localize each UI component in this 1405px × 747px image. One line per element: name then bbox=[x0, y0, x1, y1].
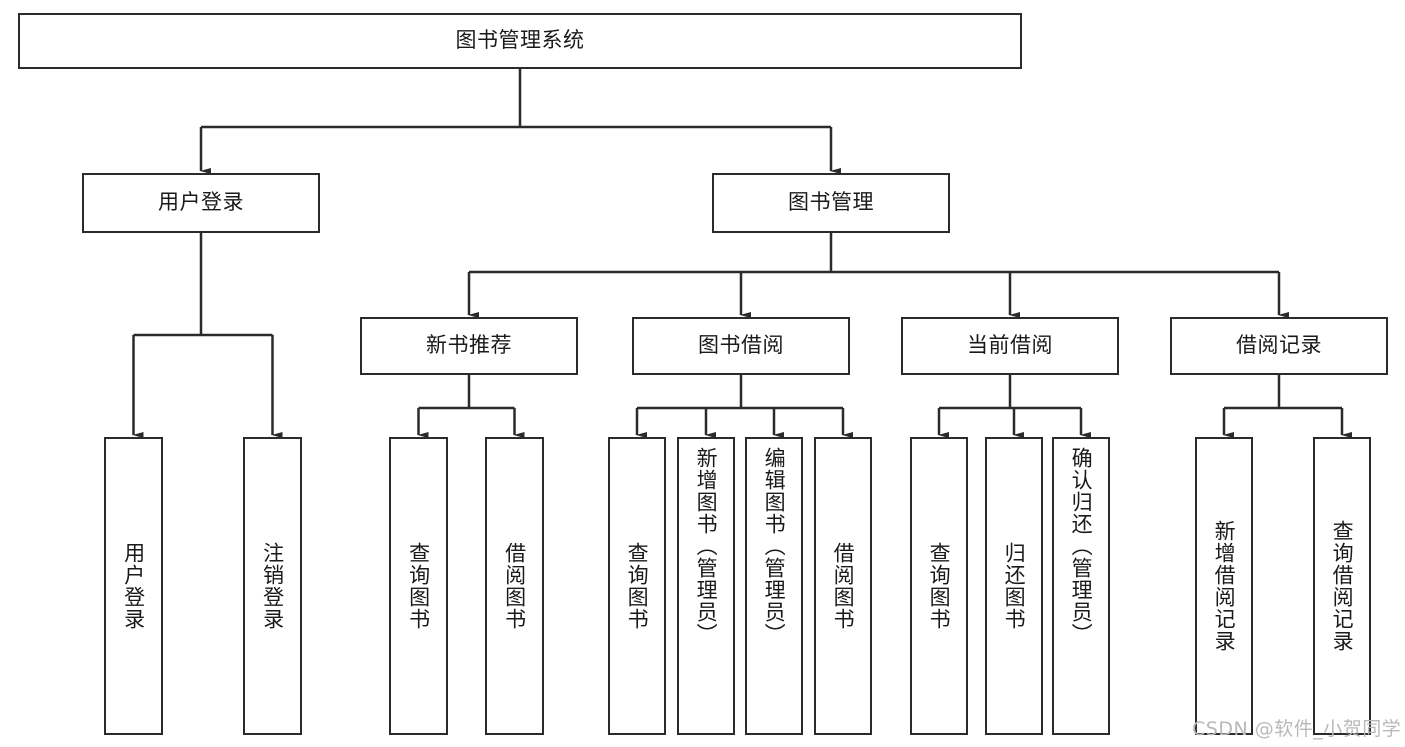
node-borrow-record[interactable]: 借阅记录 bbox=[1170, 317, 1388, 375]
node-leaf-rec-add-record[interactable]: 新增借阅记录 bbox=[1195, 437, 1253, 735]
node-label: 查询图书 bbox=[927, 542, 952, 630]
node-label: 新增借阅记录 bbox=[1212, 520, 1237, 652]
node-label: 查询图书 bbox=[406, 542, 431, 630]
node-current-borrow[interactable]: 当前借阅 bbox=[901, 317, 1119, 375]
node-leaf-user-login[interactable]: 用户登录 bbox=[104, 437, 163, 735]
node-label: 用户登录 bbox=[158, 190, 244, 215]
edge-group bbox=[132, 69, 1352, 438]
node-leaf-cur-return-book[interactable]: 归还图书 bbox=[985, 437, 1043, 735]
node-label: 编辑图书（管理员） bbox=[762, 447, 787, 645]
node-leaf-borrow-edit-book[interactable]: 编辑图书（管理员） bbox=[745, 437, 803, 735]
node-label: 查询图书 bbox=[625, 542, 650, 630]
node-label: 注销登录 bbox=[260, 542, 285, 630]
node-label: 图书管理 bbox=[788, 190, 874, 215]
node-label: 归还图书 bbox=[1002, 542, 1027, 630]
node-book-borrow[interactable]: 图书借阅 bbox=[632, 317, 850, 375]
node-leaf-rec-query-book[interactable]: 查询图书 bbox=[389, 437, 448, 735]
node-new-book-rec[interactable]: 新书推荐 bbox=[360, 317, 578, 375]
node-leaf-user-logout[interactable]: 注销登录 bbox=[243, 437, 302, 735]
node-leaf-borrow-add-book[interactable]: 新增图书（管理员） bbox=[677, 437, 735, 735]
node-user-login[interactable]: 用户登录 bbox=[82, 173, 320, 233]
node-root[interactable]: 图书管理系统 bbox=[18, 13, 1022, 69]
node-label: 借阅图书 bbox=[831, 542, 856, 630]
node-label: 借阅图书 bbox=[502, 542, 527, 630]
node-label: 查询借阅记录 bbox=[1330, 520, 1355, 652]
node-label: 新增图书（管理员） bbox=[694, 447, 719, 645]
node-label: 借阅记录 bbox=[1236, 333, 1322, 358]
node-leaf-borrow-query-book[interactable]: 查询图书 bbox=[608, 437, 666, 735]
node-label: 图书借阅 bbox=[698, 333, 784, 358]
node-book-manage[interactable]: 图书管理 bbox=[712, 173, 950, 233]
node-label: 确认归还（管理员） bbox=[1069, 447, 1094, 645]
node-leaf-rec-borrow-book[interactable]: 借阅图书 bbox=[485, 437, 544, 735]
node-leaf-rec-query-record[interactable]: 查询借阅记录 bbox=[1313, 437, 1371, 735]
node-label: 新书推荐 bbox=[426, 333, 512, 358]
node-leaf-cur-confirm-return[interactable]: 确认归还（管理员） bbox=[1052, 437, 1110, 735]
node-label: 当前借阅 bbox=[967, 333, 1053, 358]
node-leaf-cur-query-book[interactable]: 查询图书 bbox=[910, 437, 968, 735]
node-label: 用户登录 bbox=[121, 542, 146, 630]
node-leaf-borrow-borrow-book[interactable]: 借阅图书 bbox=[814, 437, 872, 735]
node-label: 图书管理系统 bbox=[455, 28, 585, 53]
